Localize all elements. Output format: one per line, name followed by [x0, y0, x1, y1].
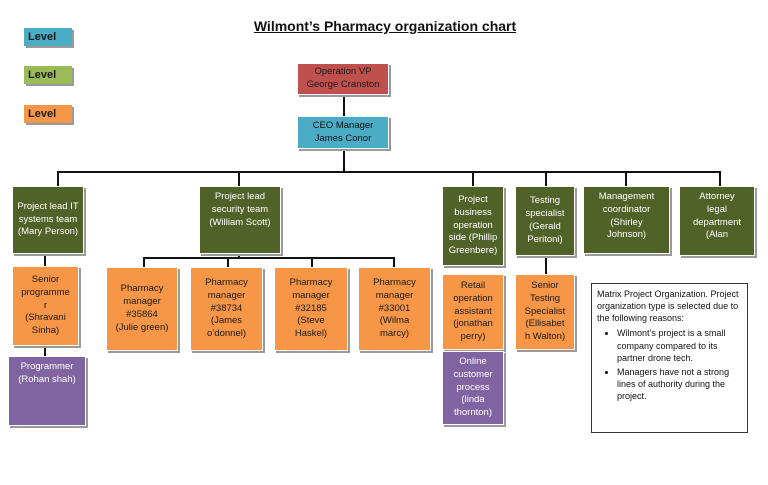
connector-drop-pm1	[143, 257, 145, 268]
node-online-customer-process: Online customer process (linda thornton)	[442, 351, 504, 425]
connector-drop-security	[238, 171, 240, 187]
node-ceo-manager: CEO Manager James Conor	[297, 116, 389, 149]
connector-it-senior	[44, 253, 46, 267]
connector-senior-programmer	[44, 345, 46, 357]
node-pharmacy-manager-38734: Pharmacy manager #38734 (James o’donnel)	[190, 267, 263, 351]
node-project-lead-security: Project lead security team (William Scot…	[199, 186, 281, 254]
chart-title: Wilmont’s Pharmacy organization chart	[253, 18, 517, 34]
node-pharmacy-manager-33001: Pharmacy manager #33001 (Wilma marcy)	[358, 267, 431, 351]
node-project-business: Project business operation side (Phillip…	[442, 186, 504, 266]
connector-drop-mgmt	[625, 171, 627, 187]
node-attorney: Attorney legal department (Alan	[679, 186, 755, 256]
node-senior-programmer: Senior programme r (Shravani Sinha)	[12, 266, 79, 346]
note-reason-2: Managers have not a strong lines of auth…	[617, 366, 742, 402]
connector-security-bus	[143, 257, 395, 259]
note-reasons-list: Wilmont’s project is a small company com…	[597, 327, 742, 402]
connector-main-bus	[57, 171, 721, 173]
connector-drop-business	[472, 171, 474, 187]
legend-level-1: Level	[24, 28, 72, 46]
node-testing-specialist: Testing specialist (Gerald Peritoni)	[515, 186, 575, 256]
note-heading: Matrix Project Organization. Project org…	[597, 289, 739, 324]
node-pharmacy-manager-35864: Pharmacy manager #35864 (Julie green)	[106, 267, 178, 351]
connector-ceo-down	[343, 148, 345, 172]
node-senior-testing-specialist: Senior Testing Specialist (Ellisabet h W…	[515, 274, 575, 350]
connector-drop-testing	[545, 171, 547, 187]
legend-level-3: Level	[24, 105, 72, 123]
node-programmer: Programmer (Rohan shah)	[8, 356, 86, 426]
node-management-coordinator: Management coordinator (Shirley Johnson)	[583, 186, 670, 254]
note-reason-1: Wilmont’s project is a small company com…	[617, 327, 742, 363]
connector-drop-pm3	[311, 257, 313, 268]
node-pharmacy-manager-32185: Pharmacy manager #32185 (Steve Haskel)	[274, 267, 348, 351]
connector-testing-senior	[545, 255, 547, 275]
connector-drop-attorney	[719, 171, 721, 187]
connector-security-down	[238, 253, 240, 259]
matrix-organization-note: Matrix Project Organization. Project org…	[591, 283, 748, 433]
connector-drop-pm2	[227, 257, 229, 268]
node-project-lead-it: Project lead IT systems team (Mary Perso…	[12, 186, 84, 254]
connector-vp-ceo	[343, 95, 345, 117]
node-retail-operation-assistant: Retail operation assistant (jonathan per…	[442, 274, 504, 350]
connector-drop-pm4	[393, 257, 395, 268]
legend-level-2: Level	[24, 66, 72, 84]
node-operation-vp: Operation VP George Cranston	[297, 63, 389, 95]
connector-drop-it	[57, 171, 59, 187]
